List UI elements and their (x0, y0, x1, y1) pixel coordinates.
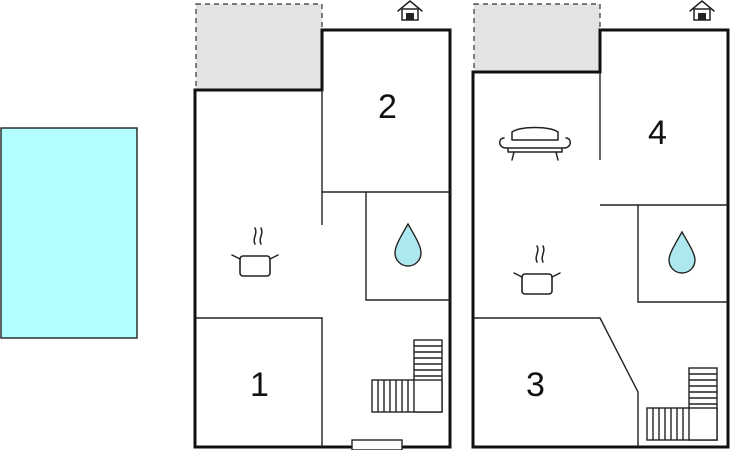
room-label-1: 1 (250, 366, 269, 404)
inner-walls-right (474, 72, 728, 447)
entrance-door (351, 439, 403, 450)
floor-left: 2 1 (193, 0, 452, 450)
terrace-left (195, 3, 323, 91)
house-entrance-icon (689, 0, 715, 21)
pool (0, 127, 138, 339)
room-label-4: 4 (648, 114, 667, 152)
stairs-icon (646, 367, 718, 441)
water-drop-icon (394, 222, 422, 267)
room-label-3: 3 (526, 366, 545, 404)
terrace-right (473, 3, 601, 73)
water-drop-icon (668, 230, 696, 274)
stairs-icon (371, 339, 443, 413)
cooking-pot-icon (231, 227, 279, 277)
floor-right: 4 3 (471, 0, 730, 449)
cooking-pot-icon (513, 245, 561, 295)
house-entrance-icon (397, 0, 423, 21)
room-label-2: 2 (378, 88, 397, 126)
inner-walls-left (196, 90, 450, 447)
sofa-icon (499, 126, 571, 161)
